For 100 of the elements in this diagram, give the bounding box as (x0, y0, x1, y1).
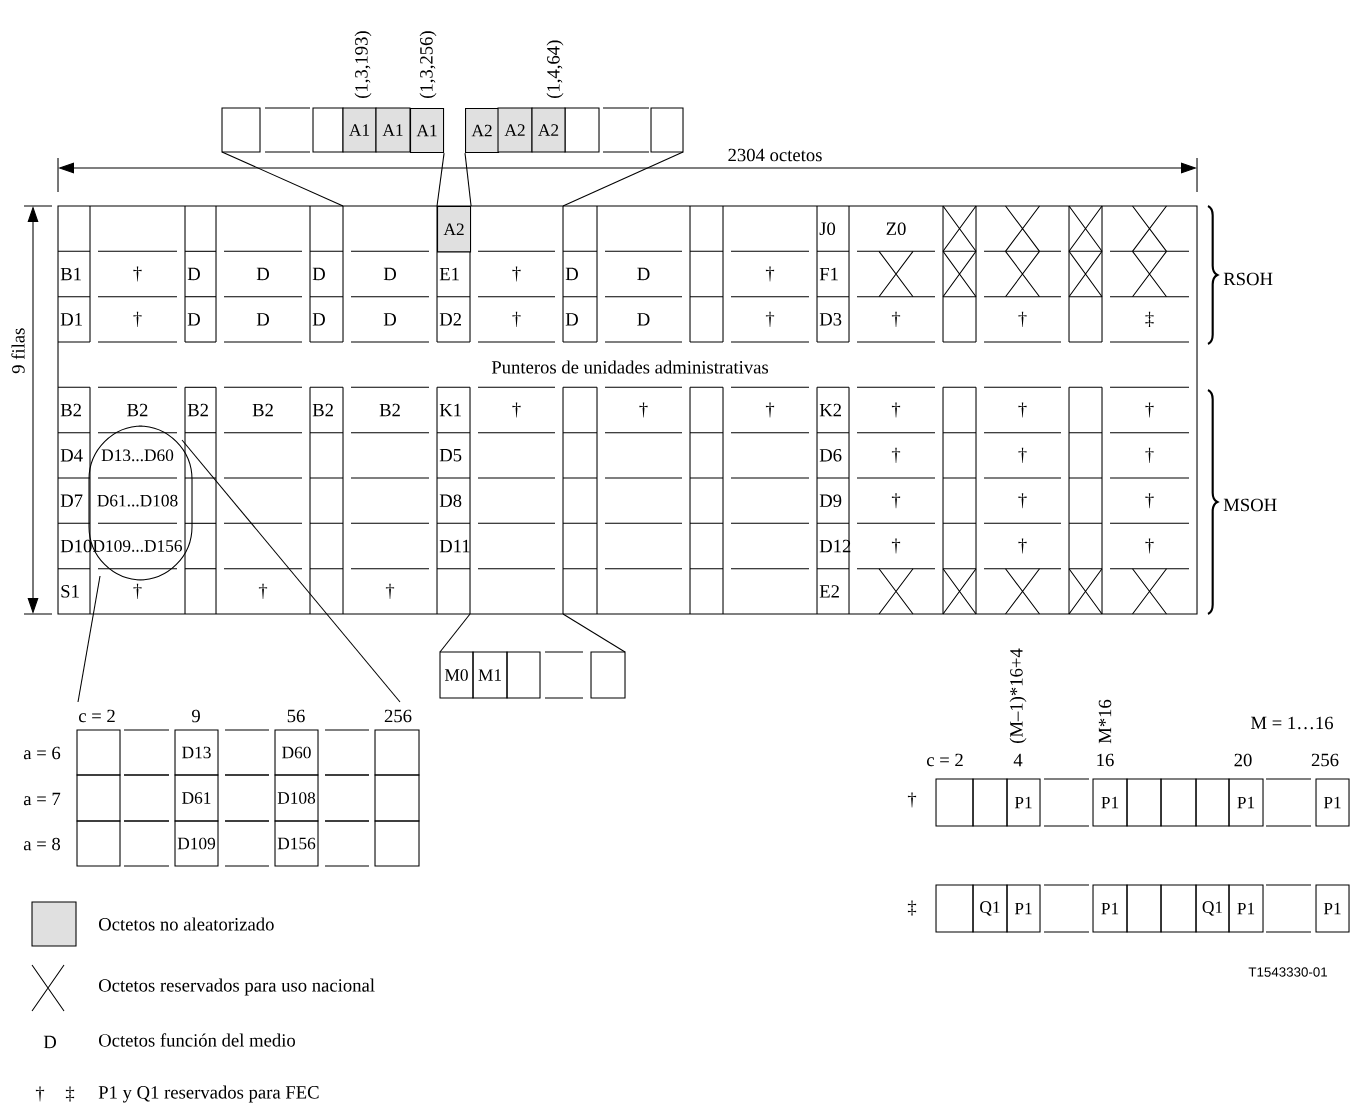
legend-text: P1 y Q1 reservados para FEC (98, 1085, 319, 1103)
double-dagger-symbol: ‡ (907, 900, 917, 916)
column-number: 20 (1234, 753, 1252, 767)
cell-label: B2 (187, 403, 208, 417)
cell-label: D (565, 313, 578, 326)
cell-label: D (187, 267, 200, 281)
cell-label: D13...D60 (101, 449, 174, 462)
cell-label: Z0 (886, 222, 906, 235)
cell-label: S1 (61, 585, 79, 598)
dimension-label: 9 filas (11, 328, 25, 374)
cell-label: D12 (819, 539, 851, 553)
cell-label: B1 (60, 267, 81, 281)
cell-label: † (1145, 402, 1154, 418)
octet-cell: D109 (174, 820, 219, 867)
dimension-label: 2304 octetos (728, 148, 822, 162)
cell-label: B2 (252, 403, 273, 417)
cell-label: D (312, 267, 325, 281)
cell-label: † (891, 402, 901, 418)
cell-label: D9 (819, 494, 842, 507)
cell-label: † (1018, 538, 1027, 554)
cell-label: † (891, 447, 901, 463)
legend-symbol: † (35, 1086, 45, 1102)
column-number: 56 (287, 709, 305, 723)
column-number: 256 (384, 709, 412, 723)
cell-label: E2 (819, 585, 839, 598)
cell-label: D3 (819, 313, 842, 326)
cell-label: D (565, 267, 578, 281)
cell-label: † (891, 311, 901, 327)
octet-cell: A2 (531, 107, 566, 153)
cell-label: † (133, 311, 142, 327)
cell-label: D7 (60, 494, 83, 507)
cell-label: † (133, 583, 142, 599)
octet-cell: P1 (1228, 884, 1264, 933)
cell-label: † (512, 311, 521, 327)
cell-label: D (383, 267, 396, 281)
cell-label: † (1145, 538, 1154, 554)
cell-label: B2 (379, 403, 400, 417)
cell-label: B2 (60, 403, 81, 417)
cell-label: † (258, 583, 268, 599)
cell-label: D1 (60, 313, 82, 326)
figure-id: T1543330-01 (1248, 967, 1327, 977)
octet-cell: P1 (1092, 778, 1128, 827)
cell-label: † (1145, 493, 1154, 509)
cell-label: † (1018, 311, 1027, 327)
cell-label: K1 (439, 403, 461, 417)
brace-label: RSOH (1223, 272, 1273, 286)
octet-cell: A2 (465, 108, 500, 154)
magnification-line (436, 152, 445, 207)
octet-cell: P1 (1092, 884, 1128, 933)
octet-cell: D156 (274, 820, 319, 867)
cell-label: D6 (819, 449, 842, 462)
column-number: c = 2 (79, 709, 115, 723)
cell-label: D (256, 313, 269, 326)
legend-symbol: ‡ (65, 1086, 75, 1102)
cell-label: J0 (819, 222, 836, 235)
formula-label: (M–1)*16+4 (1009, 648, 1027, 743)
legend-symbol: D (43, 1035, 56, 1049)
cell-label: † (639, 402, 648, 418)
cell-label: D2 (439, 313, 461, 326)
cell-label: † (1018, 447, 1027, 463)
coordinate-label: (1,4,64) (546, 40, 564, 98)
cell-label: † (1018, 493, 1027, 509)
cell-label: † (1145, 447, 1154, 463)
legend-text: Octetos no aleatorizado (99, 917, 274, 931)
row-label: a = 6 (23, 746, 61, 760)
cell-label: B2 (127, 403, 148, 417)
coordinate-label: (1,3,256) (419, 31, 437, 98)
octet-cell: D13 (174, 729, 219, 776)
cell-label: † (891, 538, 901, 554)
octet-cell: A1 (342, 107, 377, 153)
cell-label: D8 (439, 494, 462, 507)
cell-label: † (133, 266, 142, 282)
cell-label: ‡ (1145, 311, 1154, 327)
cell-label: D4 (60, 449, 83, 462)
cell-label: † (512, 402, 521, 418)
cell-label: D5 (439, 449, 462, 462)
cell-label: † (765, 266, 775, 282)
octet-cell: P1 (1006, 884, 1041, 933)
cell-label: D11 (439, 539, 470, 553)
octet-cell: D108 (274, 774, 319, 822)
cell-label: D (312, 313, 325, 326)
cell-label: D (256, 267, 269, 281)
cell-label: † (765, 402, 775, 418)
octet-cell: Q1 (972, 884, 1008, 933)
octet-cell: M0 (439, 651, 474, 699)
octet-cell: A1 (410, 108, 445, 154)
section-label: Punteros de unidades administrativas (491, 360, 769, 374)
octet-cell: P1 (1006, 778, 1041, 827)
octet-cell: P1 (1315, 778, 1350, 827)
brace-label: MSOH (1223, 498, 1277, 512)
cell-label: D (637, 267, 650, 281)
cell-label: D (187, 313, 200, 326)
cell-label: D61...D108 (97, 494, 178, 507)
cell-label: † (385, 583, 395, 599)
cell-label: † (1018, 402, 1027, 418)
octet-cell: A2 (437, 206, 472, 253)
octet-cell: D60 (274, 729, 319, 776)
column-number: 4 (1013, 753, 1023, 767)
coordinate-label: (1,3,193) (354, 31, 372, 98)
octet-cell: D61 (174, 774, 219, 822)
